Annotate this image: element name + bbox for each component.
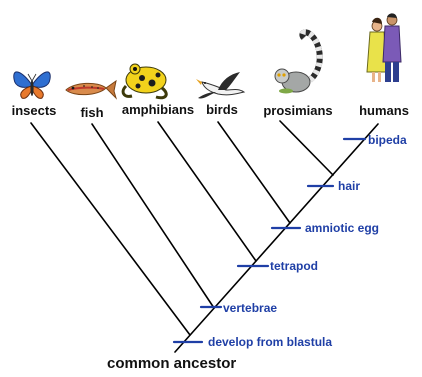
bird-icon [196, 72, 244, 99]
branch-prosimians [280, 121, 333, 175]
branch-fish [92, 124, 214, 308]
fish-icon [66, 81, 116, 98]
branch-birds [218, 122, 290, 223]
human-couple-icon [367, 13, 401, 82]
taxon-label-amphibians: amphibians [122, 102, 194, 117]
trait-label-blastula: develop from blastula [208, 335, 332, 349]
taxon-label-fish: fish [80, 105, 103, 120]
branch-amphibians [158, 122, 256, 261]
taxon-label-birds: birds [206, 102, 238, 117]
branch-insects [31, 123, 190, 335]
butterfly-icon [14, 72, 51, 99]
branch-trunk [175, 124, 378, 352]
trait-label-tetrapod: tetrapod [270, 259, 318, 273]
lemur-icon [275, 32, 320, 93]
trait-label-bipedal: bipeda [368, 133, 407, 147]
taxon-label-prosimians: prosimians [263, 103, 332, 118]
taxon-label-humans: humans [359, 103, 409, 118]
taxon-label-insects: insects [12, 103, 57, 118]
frog-icon [123, 64, 166, 98]
root-label-common-ancestor: common ancestor [107, 355, 236, 372]
trait-label-vertebrae: vertebrae [223, 301, 277, 315]
trait-label-hair: hair [338, 179, 360, 193]
trait-label-amniotic-egg: amniotic egg [305, 221, 379, 235]
cladogram-branches [31, 121, 378, 352]
